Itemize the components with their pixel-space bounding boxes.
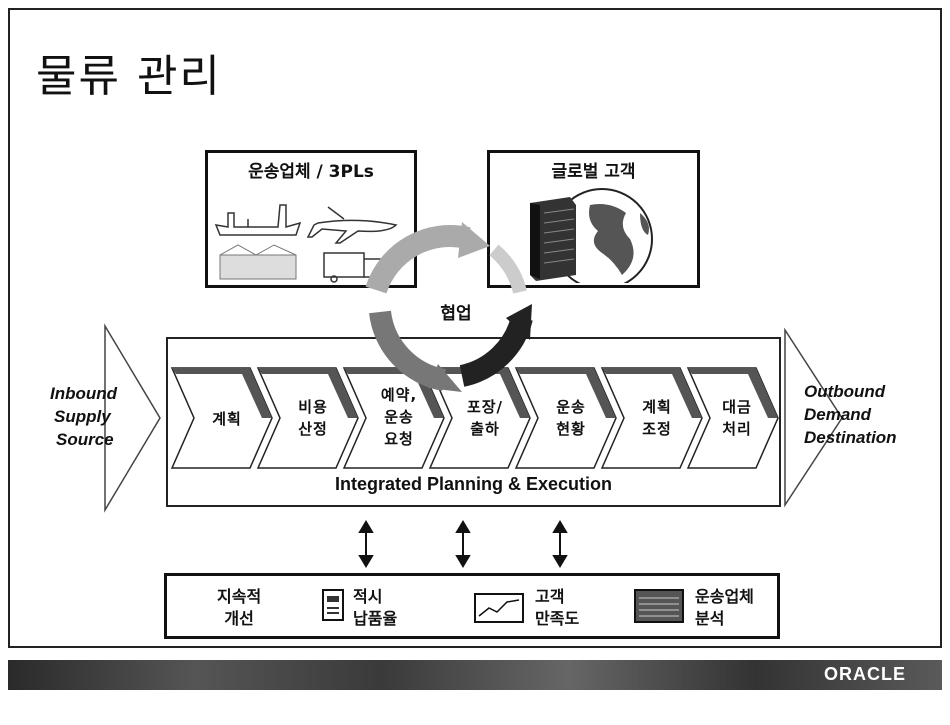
customers-illustration [530, 188, 653, 283]
step-5-label: 운송 현황 [556, 398, 586, 438]
outbound-arrow [784, 327, 843, 508]
inbound-line: Supply [54, 407, 111, 426]
outbound-line: Demand [804, 405, 872, 424]
airplane-icon [306, 206, 398, 244]
inbound-line: Source [56, 430, 114, 449]
on-time-delivery-label: 적시 납품율 [353, 587, 398, 628]
calendar-icon [634, 589, 684, 623]
footer-bar: ORACLE [8, 660, 942, 690]
step-7-label: 대금 처리 [722, 398, 752, 438]
customers-box-title: 글로벌 고객 [551, 162, 636, 182]
office-building-icon [530, 197, 576, 281]
carriers-box-title: 운송업체 / 3PLs [248, 162, 374, 182]
ship-icon [214, 204, 302, 236]
oracle-logo: ORACLE [824, 664, 906, 684]
inbound-line: Inbound [50, 384, 118, 403]
warehouse-icon [219, 244, 297, 280]
inbound-label: Inbound Supply Source [50, 382, 117, 451]
outbound-line: Destination [804, 428, 897, 447]
outbound-line: Outbound [804, 382, 886, 401]
double-arrow-icon [455, 520, 471, 568]
step-3-label: 예약, 운송 요청 [380, 386, 418, 448]
collaboration-label: 협업 [440, 304, 472, 324]
step-2-label: 비용 산정 [298, 398, 328, 438]
step-1-label: 계획 [212, 410, 242, 428]
improvement-heading: 지속적 개선 [217, 587, 262, 628]
inbound-arrow [104, 323, 161, 513]
slide-frame [8, 8, 942, 648]
customers-box: 글로벌 고객 [487, 150, 700, 288]
carriers-box: 운송업체 / 3PLs [205, 150, 417, 288]
double-arrow-icon [358, 520, 374, 568]
step-4-label: 포장/ 출하 [466, 398, 504, 438]
step-6-label: 계획 조정 [642, 398, 672, 438]
customer-satisfaction-label: 고객 만족도 [535, 587, 580, 628]
integrated-planning-label: Integrated Planning & Execution [334, 474, 613, 494]
slide-title: 물류 관리 [36, 51, 222, 102]
document-icon [322, 589, 344, 621]
outbound-label: Outbound Demand Destination [804, 380, 897, 449]
carrier-analysis-label: 운송업체 분석 [695, 587, 754, 628]
improvement-box: 지속적 개선 적시 납품율 고객 만족도 운송업체 분석 [164, 573, 780, 639]
line-chart-icon [474, 593, 524, 623]
double-arrow-icon [552, 520, 568, 568]
